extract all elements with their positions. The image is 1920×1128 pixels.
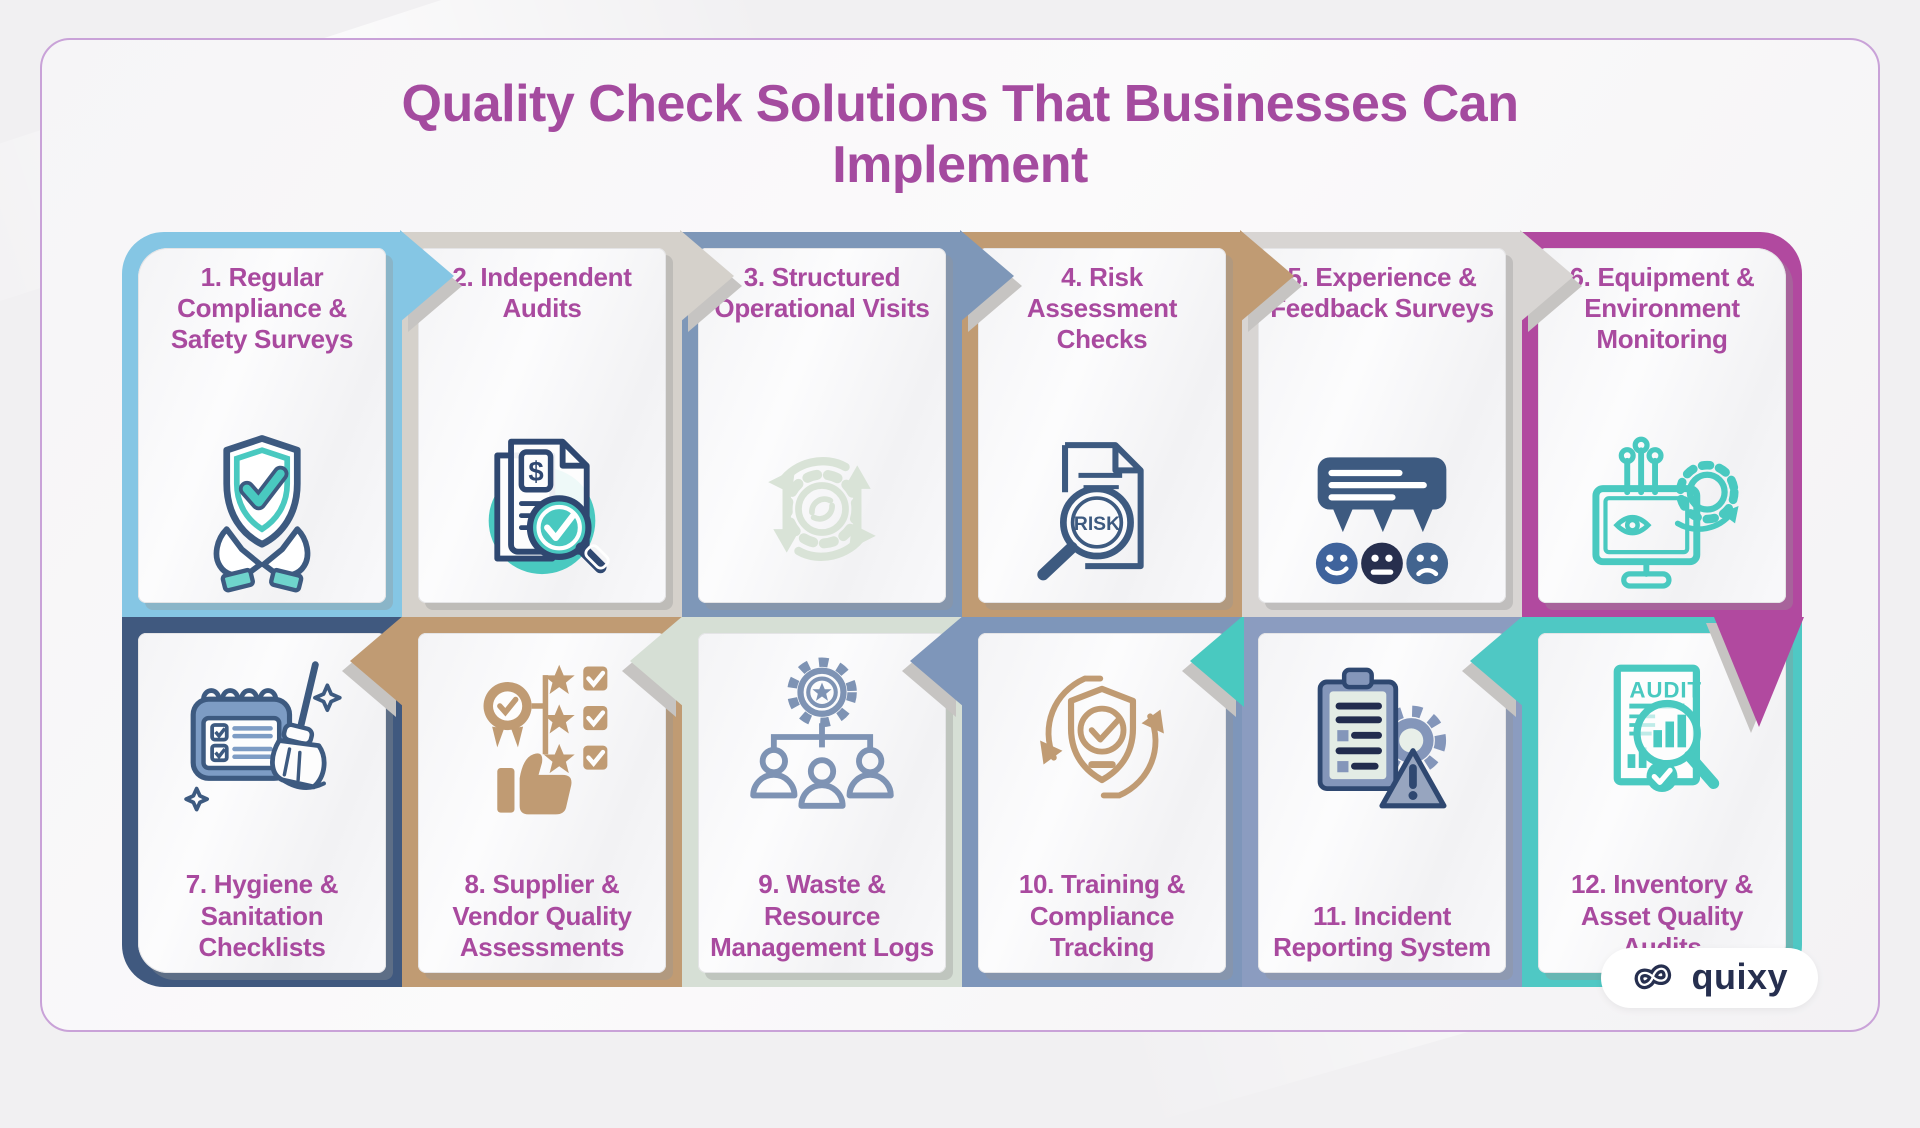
card-title: 1. Regular Compliance & Safety Surveys xyxy=(170,262,354,355)
clipboard-alert-gear-icon xyxy=(1291,651,1473,823)
shield-in-hands-icon xyxy=(176,425,348,593)
audit-document-magnifier-icon: $ xyxy=(453,421,631,593)
card-title: 7. Hygiene & Sanitation Checklists xyxy=(185,869,339,962)
flow-arrow-left-icon xyxy=(1190,615,1244,707)
shield-cycle-arrows-icon xyxy=(1014,651,1190,823)
card-page: 7. Hygiene & Sanitation Checklists xyxy=(138,633,386,973)
card-title: 10. Training & Compliance Tracking xyxy=(1018,869,1186,962)
card-waste-resource-management-logs: 9. Waste & Resource Management Logs xyxy=(622,615,962,987)
flow-arrow-right-icon xyxy=(680,230,734,322)
card-title: 11. Incident Reporting System xyxy=(1273,900,1491,962)
badge-thumbsup-stars-icon xyxy=(451,651,633,823)
page-title: Quality Check Solutions That Businesses … xyxy=(401,75,1520,195)
risk-magnifier-document-icon: RISK xyxy=(1016,425,1188,593)
org-gear-people-icon xyxy=(731,651,913,823)
card-training-compliance-tracking: 10. Training & Compliance Tracking xyxy=(902,615,1242,987)
flow-arrow-right-icon xyxy=(1240,230,1294,322)
flow-arrow-right-icon xyxy=(400,230,454,322)
card-page: 8. Supplier & Vendor Quality Assessments xyxy=(418,633,666,973)
card-hygiene-sanitation-checklists: 7. Hygiene & Sanitation Checklists xyxy=(122,617,402,987)
flow-arrow-left-icon xyxy=(910,615,964,707)
card-regular-compliance-safety-surveys: 1. Regular Compliance & Safety Surveys xyxy=(122,230,462,617)
quixy-logo: quixy xyxy=(1601,948,1818,1008)
dollar-glyph: $ xyxy=(528,456,543,487)
flow-arrow-right-icon xyxy=(960,230,1014,322)
process-gear-arrows-icon xyxy=(736,425,908,593)
monitor-eye-gear-icon xyxy=(1574,433,1750,593)
checklist-broom-icon xyxy=(169,651,355,823)
flow-arrow-left-icon xyxy=(630,615,684,707)
card-incident-reporting-system: 11. Incident Reporting System xyxy=(1182,615,1522,987)
logo-wordmark: quixy xyxy=(1691,956,1788,997)
flow-arrow-left-icon xyxy=(350,615,404,707)
audit-label: AUDIT xyxy=(1629,677,1702,702)
card-title: 5. Experience & Feedback Surveys xyxy=(1270,262,1494,324)
card-title: 8. Supplier & Vendor Quality Assessments xyxy=(452,869,632,962)
card-page: 1. Regular Compliance & Safety Surveys xyxy=(138,248,386,603)
flow-arrow-down-icon xyxy=(1714,617,1804,727)
card-equipment-environment-monitoring: 6. Equipment & Environment Monitoring xyxy=(1522,232,1804,733)
card-title: 6. Equipment & Environment Monitoring xyxy=(1569,262,1755,355)
risk-label: RISK xyxy=(1074,514,1120,535)
audit-report-magnifier-icon: AUDIT xyxy=(1574,651,1750,823)
quixy-infinity-icon xyxy=(1623,957,1681,997)
flow-arrow-right-icon xyxy=(1520,230,1574,322)
card-title: 4. Risk Assessment Checks xyxy=(1026,262,1178,355)
infographic-frame: Quality Check Solutions That Businesses … xyxy=(40,38,1880,1032)
feedback-bubble-faces-icon xyxy=(1287,433,1477,593)
flow-arrow-left-icon xyxy=(1470,615,1524,707)
card-title: 9. Waste & Resource Management Logs xyxy=(710,869,934,962)
